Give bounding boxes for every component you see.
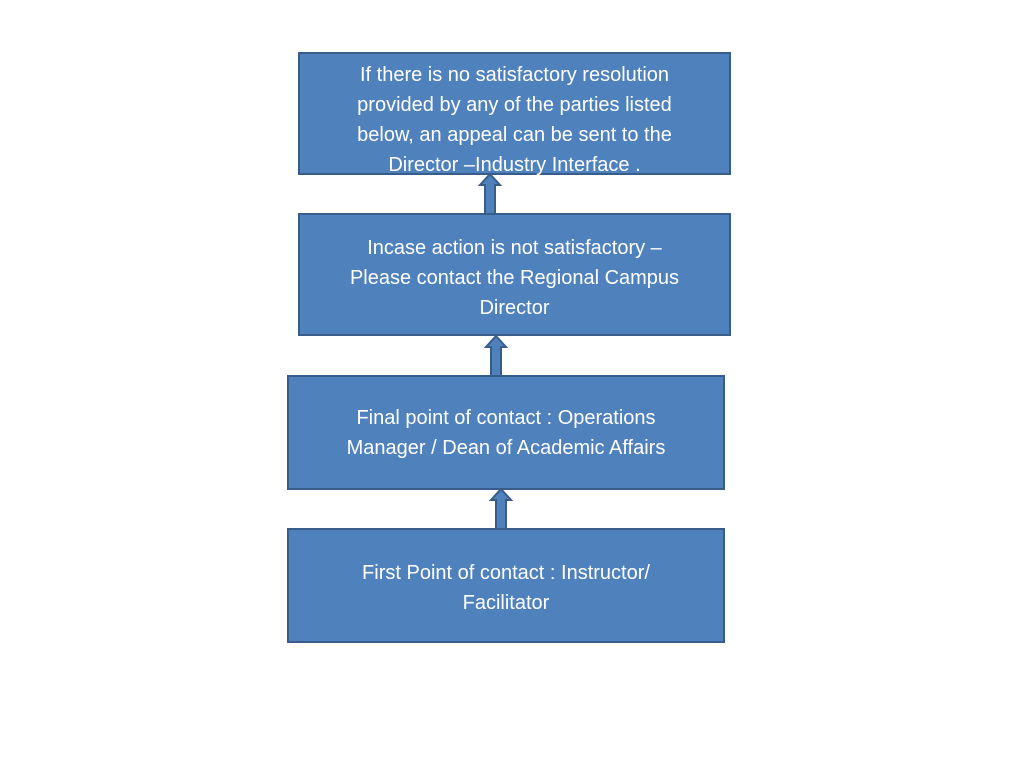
first-point-text: First Point of contact : Instructor/ Fac… [362, 562, 650, 614]
appeal-director-text: If there is no satisfactory resolution p… [357, 64, 672, 176]
regional-campus-director-box: Incase action is not satisfactory – Plea… [298, 213, 731, 336]
up-arrow-2 [483, 334, 509, 377]
up-arrow-1 [477, 172, 503, 215]
final-point-text: Final point of contact : Operations Mana… [346, 407, 666, 459]
first-point-box: First Point of contact : Instructor/ Fac… [287, 528, 725, 643]
regional-campus-director-text: Incase action is not satisfactory – Plea… [349, 237, 680, 319]
appeal-director-box: If there is no satisfactory resolution p… [298, 52, 731, 176]
up-arrow-3 [488, 487, 514, 530]
final-point-box: Final point of contact : Operations Mana… [287, 375, 725, 490]
